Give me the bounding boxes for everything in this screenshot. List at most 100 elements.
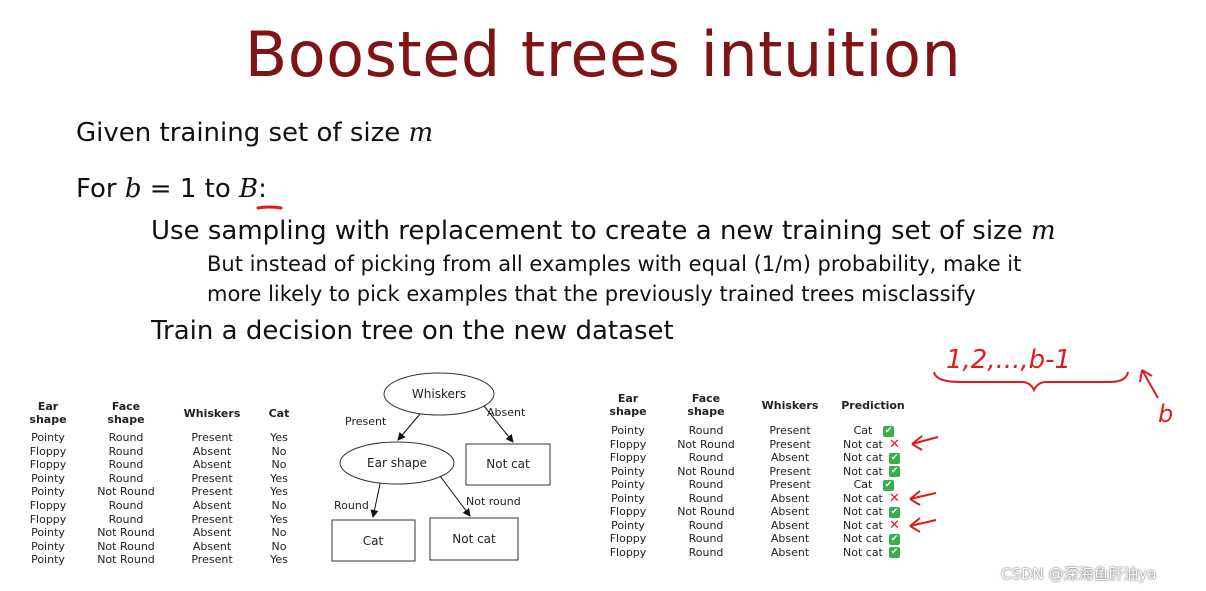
tree-leaf-cat [331,519,416,562]
rt-cell-prediction: Not cat ✕ [843,437,900,452]
prediction-label: Not cat [843,491,883,505]
rt-header-prediction: Prediction [841,399,905,412]
rt-cell-ear: Pointy [611,478,645,491]
tree-leaf-not-cat-label: Not cat [452,532,496,546]
cross-icon: ✕ [889,491,900,506]
rt-cell-prediction: Not cat✔ [843,546,900,559]
tree-leaf-right [465,443,551,486]
check-icon: ✔ [889,506,900,518]
rt-cell-prediction: Not cat ✕ [843,518,900,533]
rt-cell-face: Not Round [677,505,735,518]
lt-header-face: Face shape [107,400,145,426]
rt-cell-ear: Floppy [609,451,647,464]
var-B: B [239,174,259,204]
annotation-sequence: 1,2,...,b-1 [946,345,1071,375]
rt-cell-face: Round [688,532,724,545]
handwritten-annotations: 1,2,...,b-1 b [911,345,1173,451]
rt-cell-whiskers: Absent [770,491,810,505]
line-for-loop: For b = 1 to B: [76,174,267,204]
rt-cell-whiskers: Present [769,424,811,437]
rt-cell-prediction: Not cat ✔ [843,451,900,464]
for-suffix: : [258,174,267,204]
rt-cell-ear: Floppy [609,505,647,518]
rt-cell-face: Round [688,478,724,491]
rt-cell-ear: Pointy [611,464,645,478]
lt-cell: No [271,526,287,540]
lt-cell: No [271,539,287,553]
lt-header-cat: Cat [268,407,290,420]
tree-edge-round-label: Round [334,499,369,512]
rt-cell-face: Not Round [677,464,735,478]
rt-cell-whiskers: Present [769,478,811,491]
line-given-training-set: Given training set of size m [76,118,433,148]
annotation-b: b [1158,400,1173,428]
line-instead: But instead of picking from all examples… [207,252,1022,276]
rt-cell-whiskers: Absent [770,505,810,518]
sampling-text: Use sampling with replacement to create … [151,216,1031,246]
check-icon: ✔ [889,533,900,545]
rt-header-whiskers: Whiskers [761,399,819,412]
rt-cell-prediction: Not cat ✔ [843,505,900,518]
tree-root-node [383,372,495,416]
tree-edge-absent [483,405,514,443]
lt-cell: Round [108,458,144,472]
lt-cell: Yes [270,471,288,485]
lt-cell: Floppy [29,512,67,526]
lt-cell: Not Round [97,485,155,499]
rt-cell-prediction: Cat ✔ [843,478,894,491]
line-given-text: Given training set of size [76,118,409,148]
annotation-arrow-up [1141,369,1159,399]
lt-cell: Absent [192,526,232,540]
annotation-row-arrows [911,435,939,451]
lt-cell: Floppy [29,444,67,458]
check-icon: ✔ [889,466,900,477]
rt-header-face: Face shape [687,392,725,418]
cross-icon: ✕ [889,518,900,533]
tree-root-label: Whiskers [412,387,466,401]
underline-mark [256,205,283,210]
rt-cell-ear: Floppy [609,532,647,545]
lt-cell: Pointy [31,539,65,553]
prediction-label: Cat [853,478,873,491]
lt-cell: Round [108,444,144,458]
rt-cell-face: Round [688,491,724,505]
tree-leaf-right-label: Not cat [486,457,530,471]
check-icon: ✔ [883,425,894,437]
decision-tree: Whiskers Present Absent Ear shape Not ca… [331,372,551,562]
check-icon: ✔ [889,452,900,464]
lt-cell: Not Round [97,553,155,567]
lt-cell: Present [191,485,233,499]
lt-cell: Present [191,553,233,567]
lt-cell: Pointy [31,553,65,567]
lt-cell: Not Round [97,539,155,553]
lt-cell: Floppy [29,458,67,472]
tree-mid-label: Ear shape [367,456,427,470]
lt-cell: Absent [192,458,232,472]
tree-leaf-not-cat [429,517,519,561]
tree-mid-node [339,441,455,485]
rt-cell-ear: Pointy [611,518,645,532]
annotation-arrows-lower [909,490,937,533]
rt-cell-prediction: Cat✔ [843,424,894,437]
lt-cell: Not Round [97,526,155,540]
lt-cell: No [271,499,287,512]
lt-cell: Present [191,431,233,444]
lt-header-ear: Ear shape [29,400,67,426]
tree-edge-not-round [439,475,471,517]
prediction-label: Not cat [843,518,883,532]
lt-cell: Round [108,499,144,512]
prediction-label: Not cat [843,451,883,464]
var-m-2: m [1030,216,1056,246]
prediction-label: Not cat [843,464,883,478]
cross-icon: ✕ [889,437,900,452]
tree-edge-present [397,413,421,441]
lt-cell: Yes [270,431,288,444]
prediction-label: Not cat [843,505,883,518]
rt-cell-prediction: Not cat ✔ [843,465,900,478]
line-more-likely: more likely to pick examples that the pr… [207,282,976,306]
slide-title: Boosted trees intuition [244,18,962,91]
lt-cell: No [271,458,287,472]
check-icon: ✔ [883,479,894,491]
lt-cell: Absent [192,499,232,512]
prediction-label: Not cat [843,437,883,451]
